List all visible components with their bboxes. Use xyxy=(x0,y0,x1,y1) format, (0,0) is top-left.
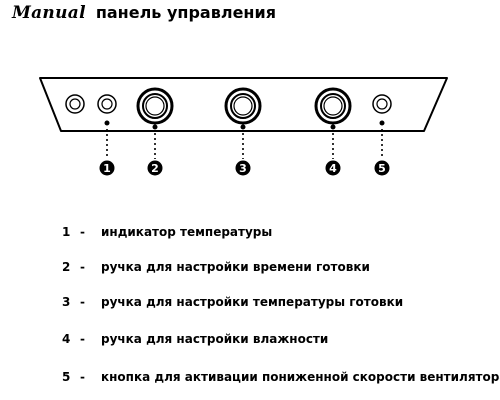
anchor-dot-1 xyxy=(104,120,110,126)
marker-5-label: 5 xyxy=(378,162,386,175)
marker-3: 3 xyxy=(235,160,251,176)
indicator-lamp-left xyxy=(65,94,85,114)
marker-5: 5 xyxy=(374,160,390,176)
marker-4-label: 4 xyxy=(329,162,337,175)
humidity-knob[interactable] xyxy=(314,87,352,125)
title-text: панель управления xyxy=(95,3,276,22)
cooking-time-knob[interactable] xyxy=(136,87,174,125)
anchor-dot-4 xyxy=(330,124,336,130)
marker-2: 2 xyxy=(147,160,163,176)
marker-1-label: 1 xyxy=(103,162,111,175)
marker-4: 4 xyxy=(325,160,341,176)
marker-3-label: 3 xyxy=(239,162,247,175)
marker-1: 1 xyxy=(99,160,115,176)
indicator-lamp-temperature xyxy=(97,94,117,114)
manual-logo-word: Manual xyxy=(12,3,86,23)
cooking-temperature-knob[interactable] xyxy=(224,87,262,125)
page-title: Manual панель управления xyxy=(12,3,276,27)
anchor-dot-3 xyxy=(240,124,246,130)
anchor-dot-2 xyxy=(152,124,158,130)
anchor-dot-5 xyxy=(379,120,385,126)
marker-2-label: 2 xyxy=(151,162,159,175)
low-fan-speed-button[interactable] xyxy=(372,94,392,114)
